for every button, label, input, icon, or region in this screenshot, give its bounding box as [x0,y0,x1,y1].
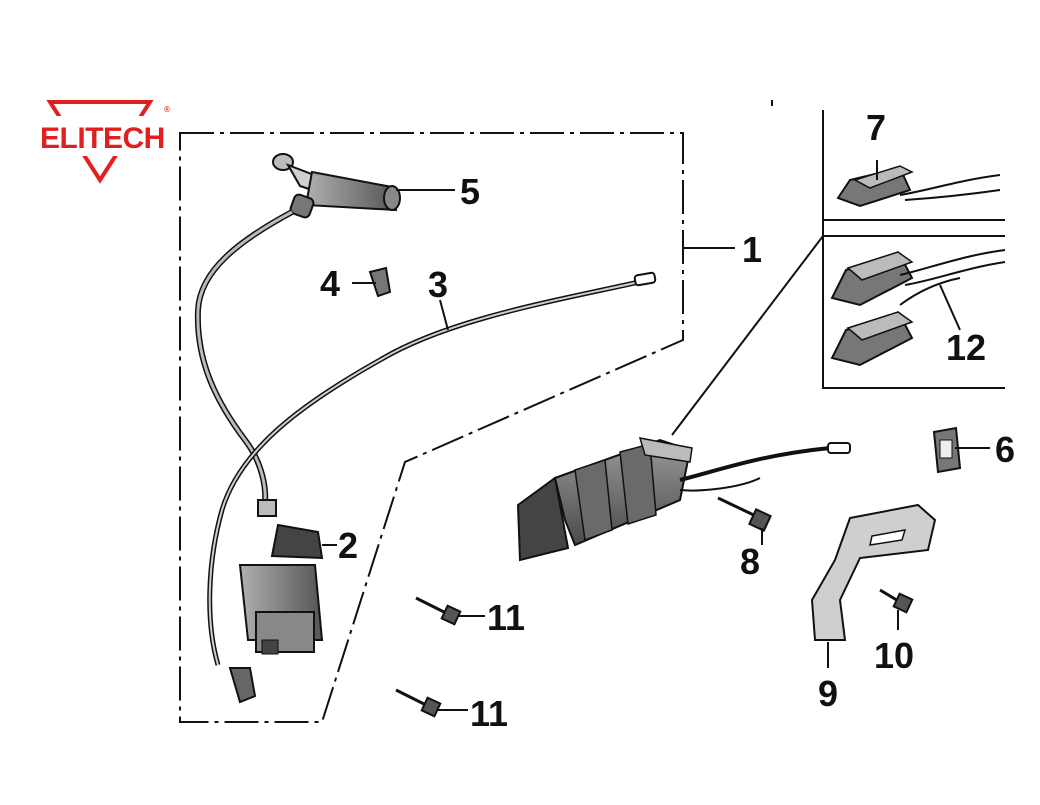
bolt-11-lower [395,688,442,718]
bracket-9 [810,503,937,641]
ht-lead [194,209,294,511]
callout-10: 10 [874,635,914,676]
callout-12: 12 [946,327,986,368]
registered-mark: ® [163,105,171,114]
callout-6: 6 [995,429,1015,470]
callout-11-upper: 11 [487,597,525,638]
callout-8: 8 [740,541,760,582]
callout-3: 3 [428,264,448,305]
leader-lines [322,160,990,711]
charging-coil [516,437,851,562]
callout-11-lower: 11 [470,693,508,734]
spark-plug-cap [272,153,401,219]
callout-9: 9 [818,673,838,714]
assembly-boundary [179,132,684,723]
bolt-8 [717,496,772,532]
wire-3 [207,271,657,704]
ignition-coil [238,499,324,655]
callout-labels: 1 2 3 4 5 6 7 8 9 10 11 11 12 [320,107,1015,734]
bolt-11-upper [415,596,462,626]
brand-logo: ELITECH ® [38,100,171,184]
logo-text: ELITECH [40,122,165,155]
nut-6 [932,426,962,474]
inset-coil-7 [836,165,1001,208]
callout-5: 5 [460,171,480,212]
inset-coils-12 [830,249,1006,367]
callout-7: 7 [866,107,886,148]
clip-part [368,266,392,298]
callout-4: 4 [320,263,340,304]
bolt-10 [879,588,914,614]
callout-2: 2 [338,525,358,566]
callout-1: 1 [742,229,762,270]
inset-boxes [671,100,1005,436]
